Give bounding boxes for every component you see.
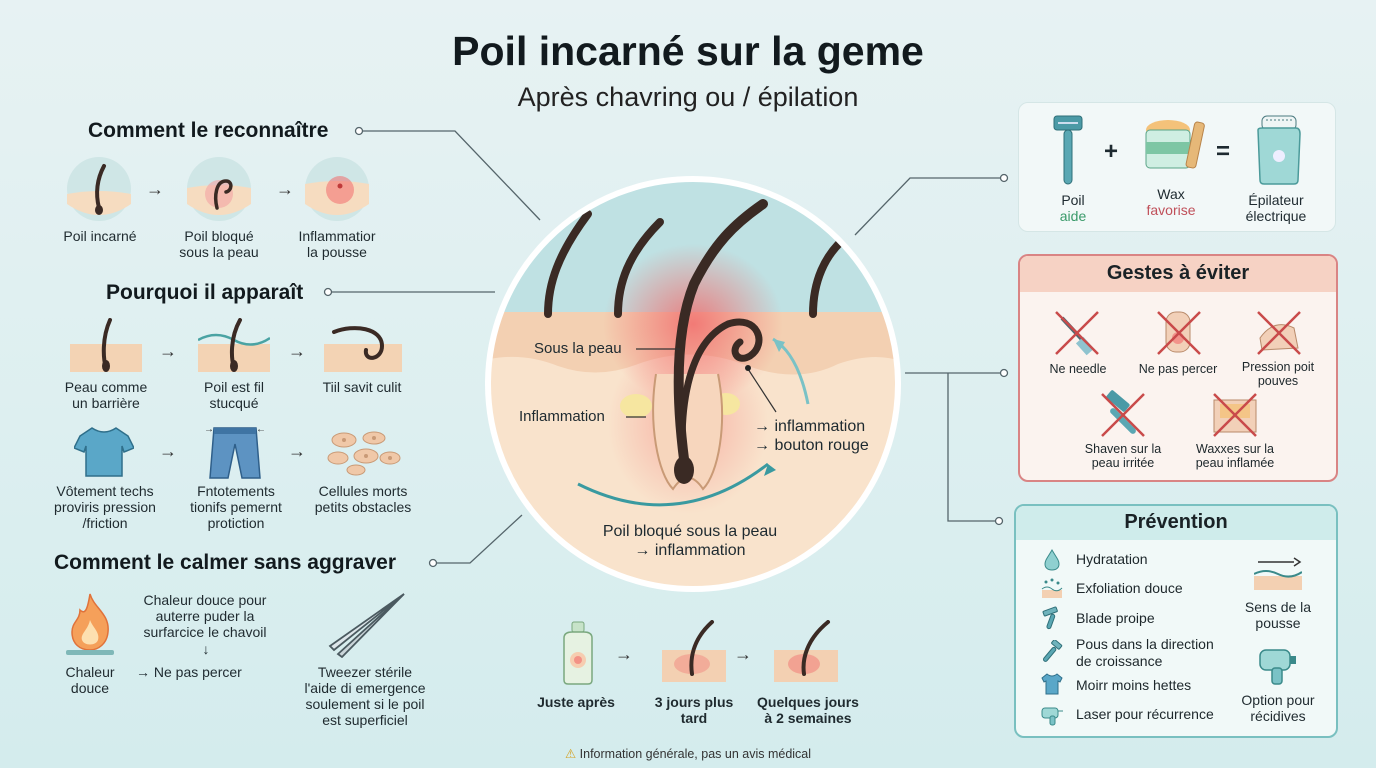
center-caption-2: → inflammation — [634, 542, 746, 559]
laser-icon — [1041, 707, 1063, 726]
timeline-step-2: 3 jours plus tard — [654, 694, 734, 726]
method-razor-title: Poil — [1061, 192, 1085, 208]
recognize-step-1: Poil incarné — [63, 228, 137, 244]
no-pierce-note: → Ne pas percer — [136, 664, 242, 680]
timeline-step-3: Quelques jours à 2 semaines — [757, 694, 859, 726]
warning-icon: ⚠ — [564, 747, 577, 761]
prevention-item-4: Pous dans la direction de croissance — [1076, 636, 1214, 669]
timeline-step-1: Juste après — [537, 694, 615, 710]
droplet-icon — [1044, 548, 1060, 571]
flame-icon — [66, 593, 114, 655]
method-wax-title: Wax — [1157, 186, 1185, 202]
why-row2-3: Cellules morts petits obstacles — [314, 483, 412, 515]
skin-barrier-icon — [70, 318, 142, 372]
avoid-item-2: Ne pas percer — [1138, 362, 1218, 376]
equals-sign: = — [1216, 138, 1231, 165]
prevention-item-6: Laser pour récurrence — [1076, 706, 1214, 722]
ingrown-hair-icon — [67, 157, 131, 221]
curled-hair-loop-icon — [324, 326, 402, 372]
pierce-crossed-icon — [1157, 311, 1201, 355]
page-subtitle: Après chavring ou / épilation — [517, 82, 859, 112]
arrow-right: → — [276, 179, 294, 199]
avoid-panel — [1018, 254, 1338, 482]
footer-text: Information générale, pas un avis médica… — [579, 747, 812, 761]
arrow-right: → — [288, 341, 306, 361]
label-inflammation: Inflammation — [519, 408, 605, 425]
growth-direction-icon — [1254, 557, 1302, 590]
why-row1-1: Peau comme un barrière — [64, 379, 148, 411]
heat-description: Chaleur douce pour auterre puder la surf… — [143, 592, 267, 640]
razor-icon — [1053, 115, 1083, 185]
dead-cells-icon — [327, 431, 401, 476]
tweezer-icon — [328, 593, 405, 658]
why-row2-2: Fntotements tionifs pemernt protiction — [190, 483, 282, 531]
arrow-right: → — [159, 441, 177, 461]
exfoliation-icon — [1041, 578, 1063, 598]
avoid-item-3: Pression poit pouves — [1241, 360, 1315, 388]
svg-text:←: ← — [256, 424, 266, 435]
method-razor-note: aide — [1059, 208, 1087, 224]
avoid-heading: Gestes à éviter — [1106, 262, 1250, 284]
prevention-panel — [1014, 504, 1338, 738]
prevention-side-2: Option pour récidives — [1241, 692, 1315, 724]
why-heading: Pourquoi il apparaît — [106, 281, 304, 304]
down-arrow: ↓ — [202, 641, 210, 657]
label-result-red-bump: → bouton rouge — [754, 437, 869, 454]
razor-direction-icon — [1043, 640, 1063, 662]
epilator-icon — [1257, 115, 1301, 185]
razor-crossed-icon — [1101, 390, 1145, 437]
lotion-bottle-icon — [563, 621, 593, 685]
blade-icon — [1042, 606, 1058, 630]
avoid-header-bar — [1020, 256, 1336, 292]
avoid-item-5: Waxxes sur la peau inflamée — [1195, 442, 1275, 470]
wax-crossed-icon — [1213, 393, 1257, 437]
method-epilator-note: électrique — [1245, 208, 1307, 224]
label-result-inflammation: → inflammation — [754, 418, 866, 435]
laser-device-icon — [1259, 649, 1296, 685]
hair-stuck-icon — [198, 318, 270, 372]
tshirt-icon — [74, 427, 134, 477]
arrow-right: → — [146, 179, 164, 199]
hair-skin-icon — [662, 620, 726, 682]
calm-heading: Comment le calmer sans aggraver — [54, 551, 396, 574]
shirt-icon — [1041, 673, 1063, 695]
prevention-heading: Prévention — [1124, 511, 1228, 533]
center-caption-1: Poil bloqué sous la peau — [602, 523, 778, 540]
prevention-item-3: Blade proipe — [1076, 610, 1155, 626]
skin-diagram — [485, 176, 901, 592]
tweezer-description: Tweezer stérile l'aide di emergence soul… — [304, 664, 426, 728]
plus-sign: + — [1104, 138, 1119, 165]
method-epilator-title: Épilateur — [1248, 192, 1304, 208]
avoid-item-4: Shaven sur la peau irritée — [1084, 442, 1162, 470]
prevention-header-bar — [1016, 506, 1336, 540]
arrow-right: → — [159, 341, 177, 361]
prevention-item-5: Moirr moins hettes — [1076, 677, 1192, 693]
page-title: Poil incarné sur la geme — [452, 28, 924, 74]
why-row2-1: Vôtement techs proviris pression /fricti… — [54, 483, 156, 531]
why-row1-3: Tiil savit culit — [322, 379, 402, 395]
inflamed-skin-icon — [305, 157, 369, 221]
label-under-skin: Sous la peau — [534, 340, 622, 357]
wax-jar-icon — [1145, 120, 1205, 169]
why-row1-2: Poil est fil stucqué — [204, 379, 264, 411]
svg-text:→: → — [204, 424, 214, 435]
prevention-side-1: Sens de la pousse — [1244, 599, 1312, 631]
heat-label: Chaleur douce — [65, 664, 115, 696]
curled-hair-icon — [187, 157, 251, 221]
arrow-right: → — [615, 644, 633, 664]
avoid-item-1: Ne needle — [1049, 362, 1107, 376]
recognize-heading: Comment le reconnaître — [88, 119, 329, 142]
method-wax-note: favorise — [1146, 202, 1196, 218]
recognize-step-3: Inflammatior la pousse — [298, 228, 376, 260]
footer-disclaimer: ⚠ Information générale, pas un avis médi… — [0, 746, 1376, 761]
arrow-right: → — [288, 441, 306, 461]
pressure-crossed-icon — [1257, 311, 1301, 355]
healed-hair-icon — [774, 620, 838, 682]
prevention-item-2: Exfoliation douce — [1076, 580, 1183, 596]
needle-crossed-icon — [1055, 311, 1099, 356]
tight-pants-icon: → ← — [204, 424, 266, 479]
arrow-right: → — [734, 644, 752, 664]
recognize-step-2: Poil bloqué sous la peau — [179, 228, 259, 260]
prevention-item-1: Hydratation — [1076, 551, 1148, 567]
